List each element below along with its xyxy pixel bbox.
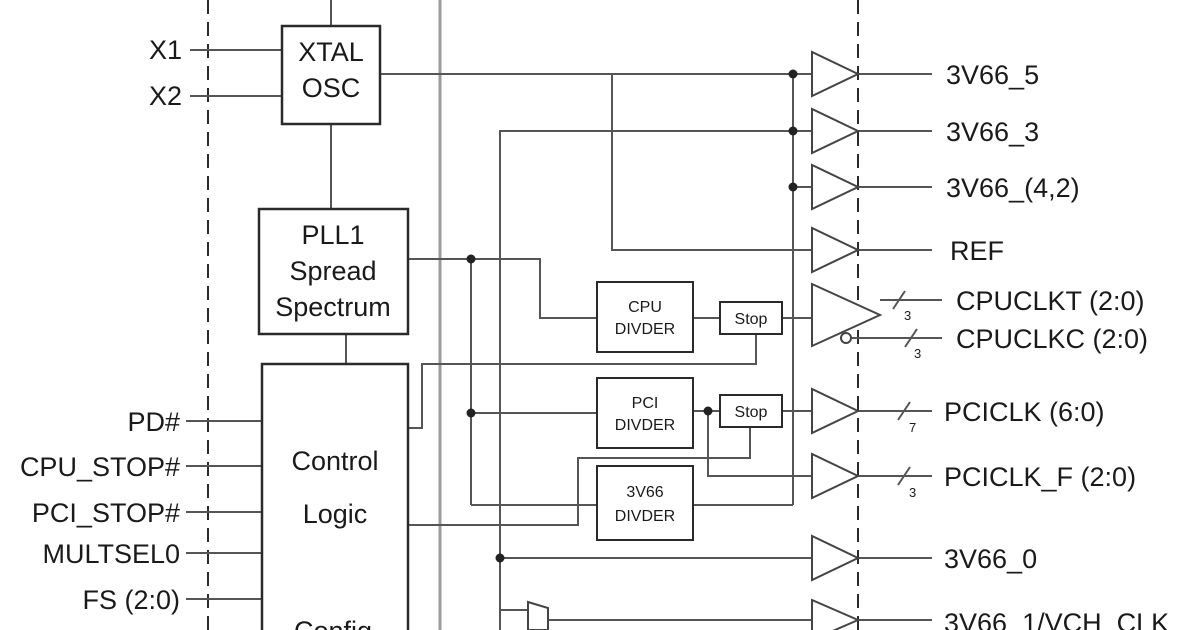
buffer-cpuclk-differential (811, 282, 883, 348)
logic-label: Logic (303, 499, 368, 529)
buffer-3v66-42 (811, 163, 861, 211)
pci-stop-block: Stop (719, 394, 783, 428)
cpu-stop-block: Stop (719, 301, 783, 335)
bus-width-cpuclkc: 3 (914, 346, 921, 361)
buffer-3v66-0 (811, 534, 861, 582)
pci-divider-label-2: DIVDER (615, 417, 675, 434)
xtal-osc-block: XTAL OSC (280, 24, 382, 126)
input-x1: X1 (149, 35, 182, 65)
input-x2: X2 (149, 81, 182, 111)
bus-width-cpuclkt: 3 (904, 308, 911, 323)
pll1-label: PLL1 (301, 220, 364, 250)
cpu-divider-label-1: CPU (628, 299, 662, 316)
mux-shape (527, 600, 549, 630)
signal-wires (186, 0, 942, 630)
xtal-label: XTAL (298, 37, 364, 67)
input-labels: X1 X2 PD# CPU_STOP# PCI_STOP# MULTSEL0 F… (20, 35, 182, 615)
control-logic-block: Control Logic Config (260, 362, 410, 630)
output-3v66-42: 3V66_(4,2) (946, 173, 1080, 203)
output-buffers (811, 50, 883, 630)
spectrum-label: Spectrum (275, 292, 391, 322)
output-3v66-5: 3V66_5 (946, 60, 1039, 90)
output-pciclk-f: PCICLK_F (2:0) (944, 462, 1136, 492)
buffer-pciclk-f (811, 452, 861, 500)
v66-divider-label-2: DIVDER (615, 508, 675, 525)
cpu-divider-label-2: DIVDER (615, 321, 675, 338)
junction-dots (466, 69, 798, 563)
output-cpuclkt: CPUCLKT (2:0) (956, 286, 1145, 316)
output-ref: REF (950, 236, 1004, 266)
output-cpuclkc: CPUCLKC (2:0) (956, 324, 1148, 354)
v66-divider-label-1: 3V66 (626, 484, 663, 501)
input-pci-stop: PCI_STOP# (32, 498, 180, 528)
input-pd: PD# (127, 407, 180, 437)
output-3v66-0: 3V66_0 (944, 544, 1037, 574)
input-fs: FS (2:0) (82, 585, 180, 615)
input-multsel: MULTSEL0 (42, 539, 180, 569)
output-3v66-3: 3V66_3 (946, 117, 1039, 147)
buffer-ref (811, 226, 861, 274)
bus-width-pciclk-f: 3 (909, 485, 916, 500)
bus-width-pciclk: 7 (909, 420, 916, 435)
config-label: Config (294, 616, 372, 630)
cpu-stop-label: Stop (735, 311, 768, 328)
cpu-divider-block: CPU DIVDER (596, 281, 694, 353)
osc-label: OSC (302, 73, 361, 103)
pci-divider-label-1: PCI (632, 395, 659, 412)
buffer-3v66-3 (811, 107, 861, 155)
pci-divider-block: PCI DIVDER (596, 377, 694, 449)
v66-divider-block: 3V66 DIVDER (596, 465, 694, 541)
inverting-bubble (840, 332, 852, 344)
input-cpu-stop: CPU_STOP# (20, 452, 180, 482)
output-pciclk: PCICLK (6:0) (944, 397, 1105, 427)
buffer-pciclk (811, 387, 861, 435)
buffer-3v66-1 (811, 598, 861, 630)
output-labels: 3V66_5 3V66_3 3V66_(4,2) REF CPUCLKT (2:… (944, 60, 1169, 630)
pll1-block: PLL1 Spread Spectrum (257, 207, 410, 336)
buffer-3v66-5 (811, 50, 861, 98)
spread-label: Spread (289, 256, 376, 286)
control-label: Control (291, 446, 378, 476)
output-3v66-1: 3V66_1/VCH_CLK (944, 608, 1169, 630)
pci-stop-label: Stop (735, 404, 768, 421)
